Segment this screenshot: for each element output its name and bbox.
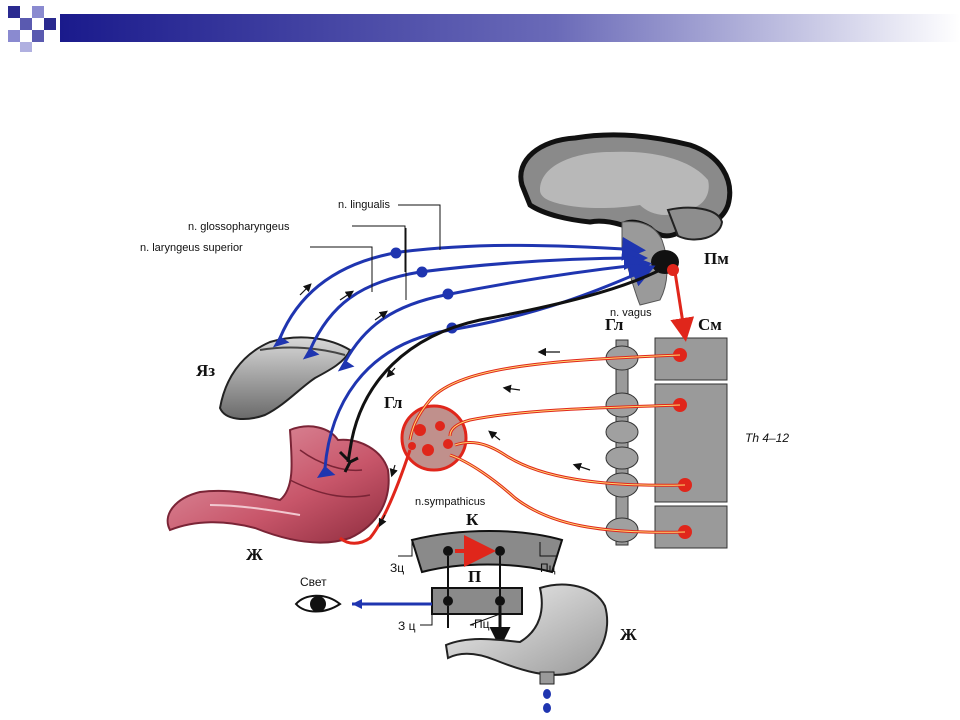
sympathetic-chain — [605, 339, 639, 546]
label-zh-right: Ж — [620, 625, 637, 644]
label-gl-top: Гл — [605, 315, 624, 334]
tongue — [218, 336, 352, 421]
efferent-nerves-outline — [409, 354, 686, 533]
label-sm: См — [698, 315, 722, 334]
nerve-lingualis-path — [278, 236, 646, 339]
label-n-sympathicus: n.sympathicus — [415, 496, 486, 508]
label-n-lingualis: n. lingualis — [338, 199, 390, 211]
label-p: П — [468, 567, 481, 586]
direction-arrows — [299, 283, 591, 528]
label-pm: Пм — [704, 249, 729, 268]
labels: n. lingualis n. glossopharyngeus n. lary… — [140, 199, 789, 644]
header-gradient-bar — [60, 14, 960, 42]
tongue-shape — [218, 336, 352, 421]
stomach-right — [444, 583, 609, 713]
celiac-ganglion — [400, 404, 468, 472]
cerebellum — [666, 206, 724, 241]
label-n-vagus: n. vagus — [610, 307, 652, 319]
label-leaders — [310, 204, 441, 300]
gastric-juice-drops — [543, 689, 551, 713]
vagus-nerve — [346, 268, 661, 463]
spinal-cord — [654, 337, 728, 549]
label-svet: Свет — [300, 575, 327, 589]
stomach-left-shape — [166, 425, 390, 544]
label-yaz: Яз — [196, 361, 215, 380]
eye — [294, 594, 432, 613]
label-zc-bottom: З ц — [398, 619, 416, 633]
header-squares — [8, 6, 56, 52]
gastric-gland — [338, 450, 359, 473]
slide-header — [8, 6, 960, 52]
label-k: К — [466, 510, 479, 529]
label-n-glossopharyngeus: n. glossopharyngeus — [188, 221, 290, 233]
label-th: Th 4–12 — [745, 431, 789, 445]
spinal-segment-1 — [654, 337, 728, 381]
stomach-left — [166, 425, 390, 544]
label-zc-top: Зц — [390, 561, 404, 575]
red-ganglion-to-stomach — [339, 449, 412, 545]
medulla-red-nucleus — [667, 264, 679, 276]
red-spinal4 — [449, 453, 686, 534]
spinal-segment-3 — [654, 505, 728, 549]
label-pc-bottom: Пц — [474, 617, 490, 631]
label-n-laryngeus: n. laryngeus superior — [140, 242, 243, 254]
red-medulla-to-spinal — [670, 271, 695, 342]
nerve-to-stomach-blue — [323, 264, 656, 469]
label-gl-mid: Гл — [384, 393, 403, 412]
brain-inner — [540, 151, 709, 216]
label-zh-left: Ж — [246, 545, 263, 564]
label-pc-top: Пц — [540, 561, 556, 575]
cortex-block — [398, 530, 564, 648]
